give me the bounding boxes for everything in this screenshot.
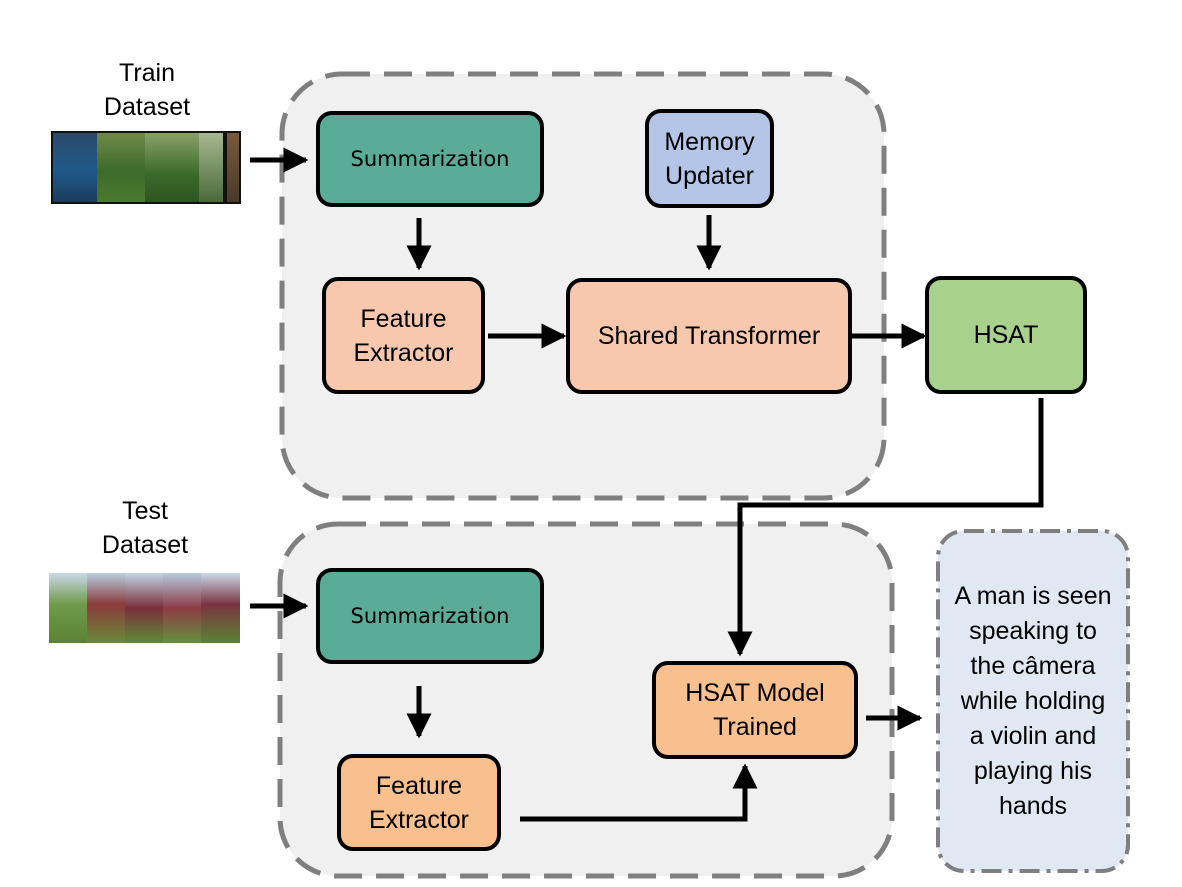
test-dataset-label-line2: Dataset: [101, 531, 189, 559]
test-dataset-label-line1: Test: [122, 497, 168, 525]
shared-transformer-node: Shared Transformer: [566, 278, 852, 394]
train-dataset-label-line1: Train: [118, 59, 176, 87]
test-video-thumbnails: [49, 573, 240, 643]
shared-transformer-label: Shared Transformer: [597, 322, 821, 350]
hsat-label: HSAT: [973, 321, 1039, 349]
hsat-node: HSAT: [925, 276, 1087, 394]
test-frame-1: [49, 573, 87, 643]
caption-line: hands: [998, 791, 1068, 820]
hsat-model-trained-node: HSAT Model Trained: [652, 661, 858, 759]
train-frame-3: [145, 133, 199, 202]
caption-line: while holding: [960, 686, 1106, 715]
connector-hsat-to-trained-model: [727, 398, 1044, 657]
train-frame-5: [227, 133, 239, 202]
test-summarization-node: Summarization: [316, 568, 544, 664]
test-feature-extractor-label-line1: Feature: [375, 771, 463, 800]
train-feature-extractor-label-line2: Extractor: [353, 338, 454, 367]
train-frame-2: [97, 133, 145, 202]
caption-line: playing his: [973, 756, 1093, 785]
caption-line: speaking to: [969, 616, 1097, 645]
connector-test-feature-extractor-to-trained-model: [520, 763, 758, 822]
test-dataset-label: Test Dataset: [45, 494, 245, 562]
test-summarization-label: Summarization: [350, 604, 510, 628]
memory-updater-label-line1: Memory: [664, 127, 755, 156]
output-caption: A man is seen speaking to the câmera whi…: [938, 531, 1128, 871]
train-feature-extractor-label-line1: Feature: [360, 304, 447, 333]
memory-updater-node: Memory Updater: [645, 109, 774, 208]
test-feature-extractor-label-line2: Extractor: [368, 805, 470, 834]
memory-updater-label-line2: Updater: [665, 161, 754, 190]
test-frame-4: [163, 573, 201, 643]
test-feature-extractor-node: Feature Extractor: [337, 754, 501, 851]
caption-line: A man is seen: [954, 581, 1112, 610]
train-feature-extractor-node: Feature Extractor: [322, 277, 485, 394]
test-frame-3: [125, 573, 163, 643]
train-dataset-label-line2: Dataset: [103, 93, 191, 121]
train-frame-1: [53, 133, 97, 202]
hsat-model-trained-label-line1: HSAT Model: [685, 679, 825, 707]
caption-line: the câmera: [970, 651, 1096, 680]
train-frame-4: [199, 133, 223, 202]
test-frame-5: [201, 573, 240, 643]
test-frame-2: [87, 573, 125, 643]
hsat-model-trained-label-line2: Trained: [713, 713, 797, 741]
train-summarization-label: Summarization: [350, 147, 510, 171]
caption-line: a violin and: [969, 721, 1097, 750]
train-video-thumbnails: [51, 131, 241, 204]
train-summarization-node: Summarization: [316, 111, 544, 207]
train-dataset-label: Train Dataset: [47, 56, 247, 124]
output-caption-panel: [936, 529, 1130, 873]
